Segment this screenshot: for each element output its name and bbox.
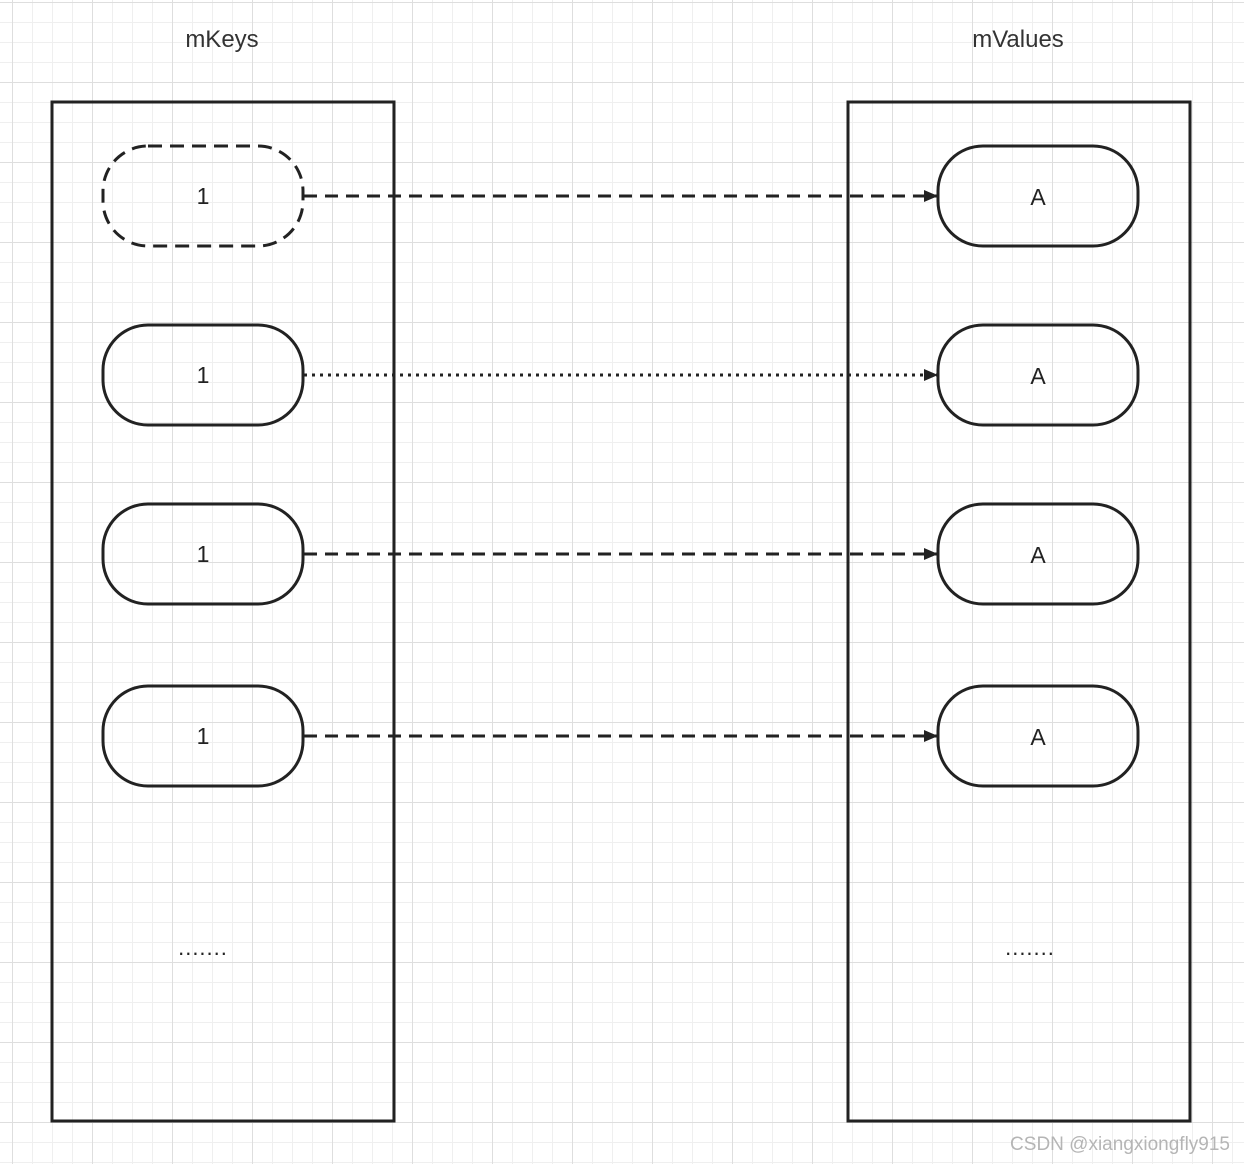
key-node: 1 [101,684,305,788]
value-node-label: A [1030,363,1046,389]
key-node-label: 1 [197,541,210,567]
value-node: A [936,323,1140,427]
value-node-label: A [1030,184,1046,210]
mkeys-ellipsis: ....... [178,935,228,960]
value-node: A [936,144,1140,248]
mvalues-array-box [846,100,1192,1123]
mvalues-ellipsis: ....... [1005,935,1055,960]
value-node-label: A [1030,542,1046,568]
key-node: 1 [101,502,305,606]
csdn-watermark: CSDN @xiangxiongfly915 [1010,1134,1230,1155]
value-node: A [936,502,1140,606]
key-node-label: 1 [197,362,210,388]
mkeys-heading: mKeys [185,26,258,53]
value-node: A [936,684,1140,788]
key-node-label: 1 [197,723,210,749]
mkeys-array-box [50,100,396,1123]
key-node: 1 [101,323,305,427]
value-node-label: A [1030,724,1046,750]
key-node: 1 [101,144,305,248]
key-node-label: 1 [197,183,210,209]
mvalues-heading: mValues [972,26,1064,53]
